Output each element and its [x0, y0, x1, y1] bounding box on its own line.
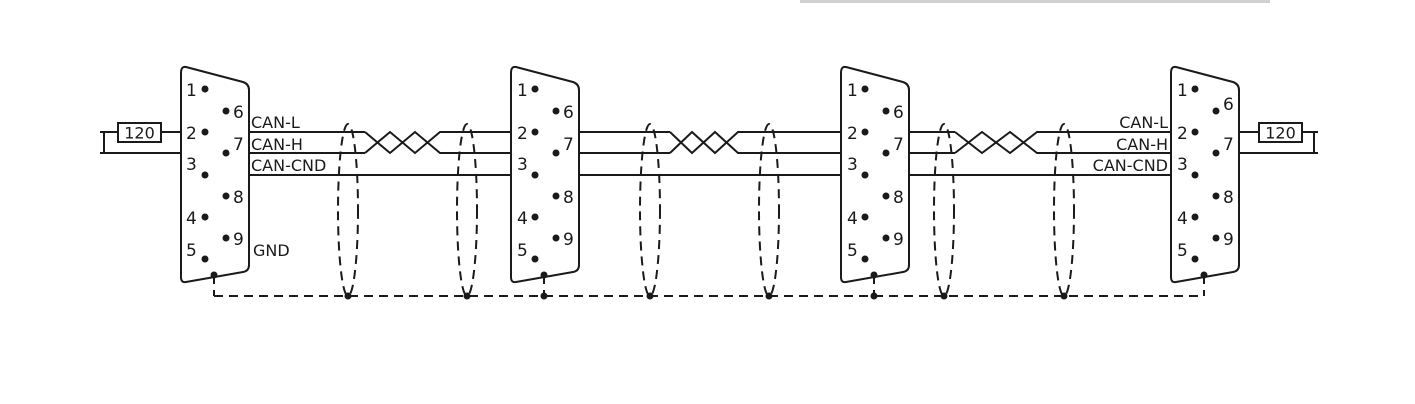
connector-body [1170, 65, 1240, 284]
pin-6-label: 6 [563, 103, 574, 123]
pin-3-label: 3 [847, 155, 858, 175]
twisted-pair-2 [669, 130, 760, 155]
pin-3-label: 3 [517, 155, 528, 175]
pin-7-label: 7 [1223, 135, 1234, 155]
signal-labels-right: CAN-L CAN-H CAN-CND [1093, 113, 1168, 175]
db9-connector-4: 1 2 3 4 5 6 7 8 9 [1170, 65, 1240, 284]
can-gnd-label: CAN-CND [251, 156, 326, 175]
pin-2-label: 2 [1177, 124, 1188, 144]
gnd-label: GND [253, 241, 290, 260]
pin-3-label: 3 [1177, 155, 1188, 175]
resistor-value-label: 120 [1265, 124, 1296, 143]
cable-shields [337, 123, 1075, 297]
pin-7-label: 7 [893, 135, 904, 155]
pin-2-label: 2 [847, 124, 858, 144]
pin-9-label: 9 [563, 230, 574, 250]
pin-2-label: 2 [517, 124, 528, 144]
pin-7-label: 7 [233, 135, 244, 155]
pin-1-label: 1 [186, 81, 197, 101]
pin-4-label: 4 [1177, 209, 1188, 229]
pin-1-label: 1 [847, 81, 858, 101]
shield-loop [337, 123, 359, 297]
pin-8-label: 8 [893, 188, 904, 208]
connector-body [180, 65, 250, 284]
pin-8-label: 8 [1223, 188, 1234, 208]
pin-8-label: 8 [563, 188, 574, 208]
pin-5-label: 5 [186, 241, 197, 261]
pin-5-label: 5 [847, 241, 858, 261]
can-h-label: CAN-H [1116, 135, 1168, 154]
pin-1-label: 1 [517, 81, 528, 101]
pin-3-label: 3 [186, 155, 197, 175]
pin-2-label: 2 [186, 124, 197, 144]
resistor-value-label: 120 [124, 124, 155, 143]
pin-4-label: 4 [517, 209, 528, 229]
twisted-pair-1 [364, 130, 460, 155]
pin-6-label: 6 [233, 103, 244, 123]
pin-5-label: 5 [1177, 241, 1188, 261]
pin-1-label: 1 [1177, 81, 1188, 101]
shield-loop [639, 123, 661, 297]
connector-body [840, 65, 910, 284]
shield-ground-bus [213, 275, 1205, 300]
connector-body [510, 65, 580, 284]
pin-9-label: 9 [893, 230, 904, 250]
cropped-top-text [800, 0, 1270, 3]
pin-4-label: 4 [186, 209, 197, 229]
can-l-label: CAN-L [1119, 113, 1168, 132]
pin-6-label: 6 [893, 103, 904, 123]
pin-9-label: 9 [233, 230, 244, 250]
pin-9-label: 9 [1223, 230, 1234, 250]
shield-loop [758, 123, 780, 297]
can-gnd-label: CAN-CND [1093, 156, 1168, 175]
twisted-pair-3 [954, 130, 1065, 155]
pin-4-label: 4 [847, 209, 858, 229]
db9-connector-2: 1 2 3 4 5 6 7 8 9 [510, 65, 580, 284]
signal-labels-left: CAN-L CAN-H CAN-CND GND [251, 113, 326, 260]
pin-7-label: 7 [563, 135, 574, 155]
pin-6-label: 6 [1223, 95, 1234, 115]
can-h-label: CAN-H [251, 135, 303, 154]
can-l-label: CAN-L [251, 113, 300, 132]
termination-resistor-right: 120 [1258, 122, 1303, 143]
pin-8-label: 8 [233, 188, 244, 208]
shield-loop [456, 123, 478, 297]
db9-connector-3: 1 2 3 4 5 6 7 8 9 [840, 65, 910, 284]
termination-resistor-left: 120 [117, 122, 162, 143]
shield-loop [933, 123, 955, 297]
pin-5-label: 5 [517, 241, 528, 261]
shield-loop [1053, 123, 1075, 297]
db9-connector-1: 1 2 3 4 5 6 7 8 9 [180, 65, 250, 284]
